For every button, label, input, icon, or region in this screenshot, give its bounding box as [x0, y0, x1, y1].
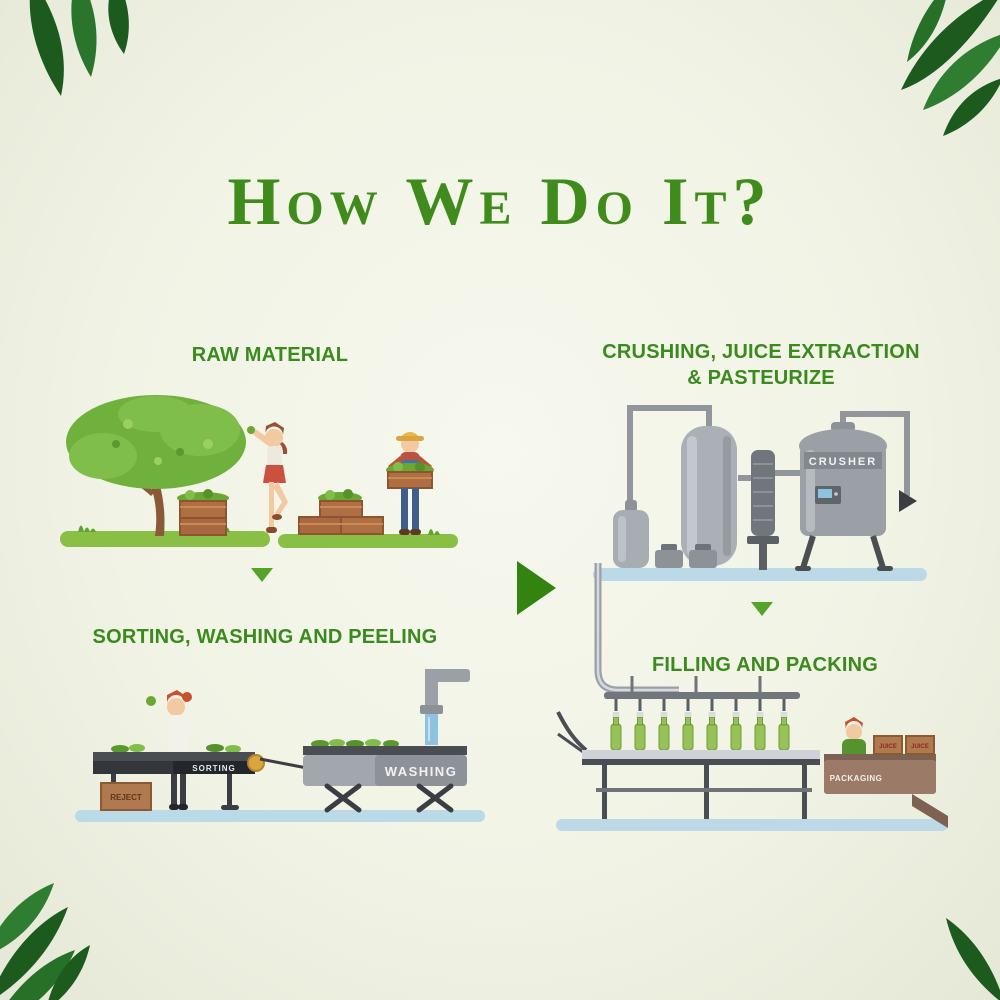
svg-text:JUICE: JUICE	[911, 744, 929, 750]
farmer	[386, 432, 434, 535]
packaging-label: PACKAGING	[830, 774, 883, 783]
grass-left	[60, 525, 270, 547]
big-tank	[681, 426, 737, 566]
leaf-bottom-right-icon	[946, 918, 1000, 1000]
output-chute	[912, 794, 948, 828]
filling-packing-illustration: PACKAGING JUICE JUICE	[556, 676, 948, 831]
reject-box-label: REJECT	[110, 793, 142, 802]
page-title: How We Do It?	[227, 163, 773, 239]
arrow-down-raw-to-sorting-icon	[251, 568, 273, 582]
filter-column	[747, 450, 779, 570]
filling-manifold	[604, 676, 800, 699]
washing-machine-label: WASHING	[385, 764, 458, 779]
crusher-label: CRUSHER	[809, 456, 877, 468]
filling-label: FILLING AND PACKING	[651, 654, 878, 676]
small-tank	[613, 500, 649, 568]
crate-stack	[177, 489, 229, 536]
leaves-top-left-icon	[29, 0, 129, 96]
sorting-belt-label: SORTING	[192, 764, 235, 773]
arrow-down-crushing-to-filling-icon	[751, 602, 773, 616]
juice-box-2: JUICE	[905, 735, 935, 755]
valve-icon	[899, 490, 917, 512]
sorting-washing-illustration: SORTING REJECT WASHING	[75, 669, 485, 822]
crushing-label-line2: & PASTEURIZE	[687, 367, 835, 389]
connector-pipe	[594, 563, 679, 694]
raw-material-label: RAW MATERIAL	[191, 344, 349, 366]
pump-units	[655, 544, 717, 568]
sorting-label: SORTING, WASHING AND PEELING	[92, 626, 438, 648]
floor-line	[75, 810, 485, 822]
reject-box: REJECT	[100, 782, 152, 811]
washing-machine: WASHING	[303, 739, 467, 813]
leaves-bottom-left-icon	[0, 883, 90, 1000]
packing-machine: PACKAGING	[824, 754, 936, 794]
juice-box-1: JUICE	[873, 735, 903, 755]
picker-woman	[247, 422, 288, 533]
crushing-label-line1: CRUSHING, JUICE EXTRACTION	[602, 341, 920, 363]
lab-worker	[146, 690, 194, 810]
svg-text:JUICE: JUICE	[879, 744, 897, 750]
floor-line	[556, 819, 948, 831]
platform-line	[593, 568, 927, 581]
tree	[66, 395, 246, 536]
crushing-illustration: CRUSHER	[593, 405, 927, 581]
conveyor	[556, 711, 820, 819]
crate-pyramid	[298, 489, 384, 535]
crushing-label: CRUSHING, JUICE EXTRACTION & PASTEURIZE	[565, 339, 957, 391]
bottle-row	[610, 698, 790, 751]
leaves-top-right-icon	[901, 0, 1000, 136]
arrow-right-sorting-to-crushing-icon	[517, 561, 556, 615]
crusher-tank: CRUSHER	[795, 422, 893, 571]
water-pipe	[420, 669, 470, 745]
raw-material-illustration	[60, 395, 458, 548]
